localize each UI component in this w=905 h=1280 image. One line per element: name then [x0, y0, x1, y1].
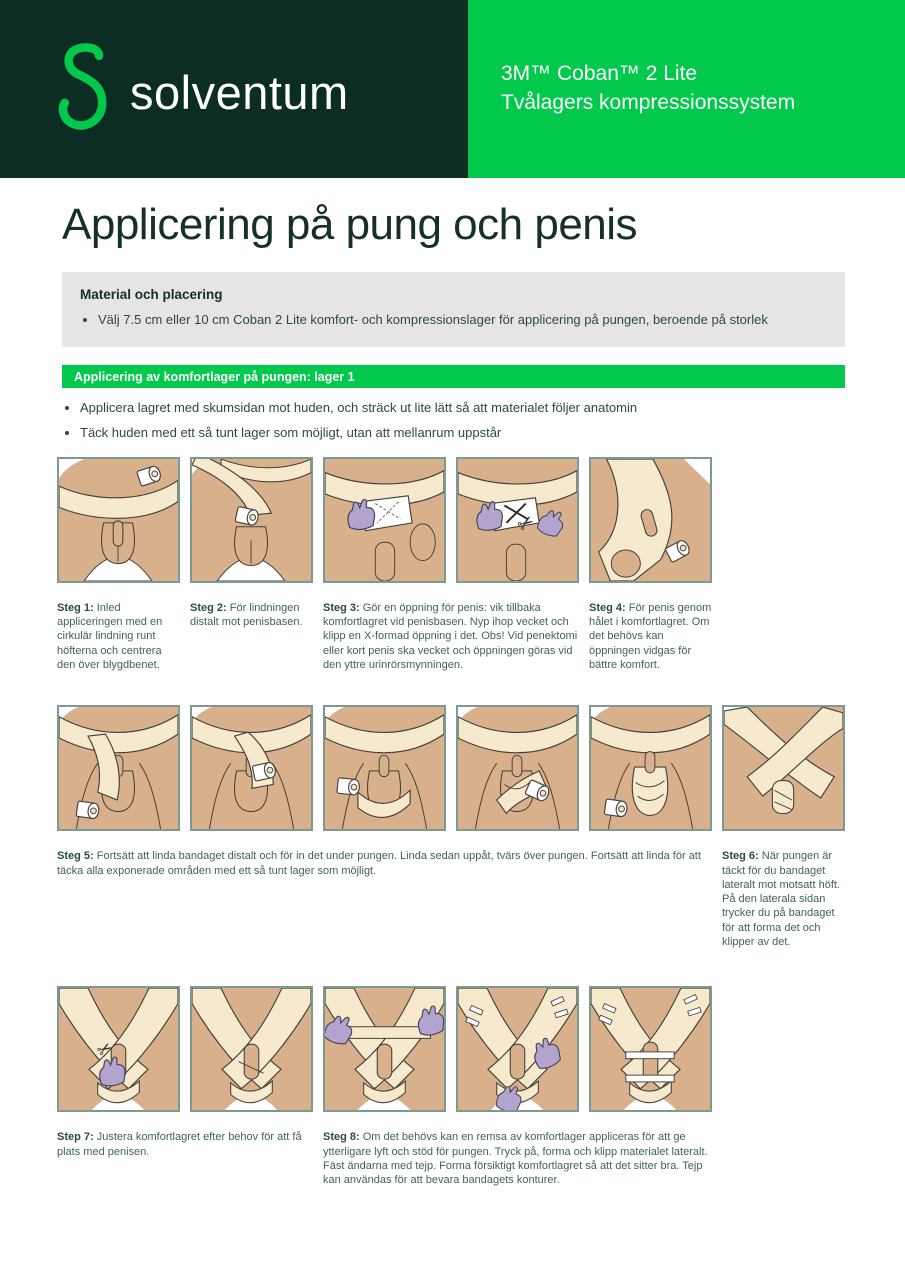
- step-5-caption: Steg 5: Fortsätt att linda bandaget dist…: [57, 850, 701, 877]
- material-bullet: Välj 7.5 cm eller 10 cm Coban 2 Lite kom…: [98, 311, 827, 330]
- caption-row-1: Steg 1: Inled appliceringen med en cirku…: [57, 590, 905, 683]
- step-8c-image: [589, 986, 712, 1113]
- brand-wordmark: solventum: [130, 65, 349, 119]
- step-1-image: [57, 456, 180, 583]
- page-title: Applicering på pung och penis: [62, 200, 638, 249]
- solventum-logo-icon: [58, 43, 107, 130]
- step-8b-image: [456, 986, 579, 1113]
- step-5b-image: [190, 705, 313, 832]
- step-1-caption: Steg 1: Inled appliceringen med en cirku…: [57, 601, 163, 671]
- step-2-image: [190, 456, 313, 583]
- step-5e-image: [589, 705, 712, 832]
- figure-row-1: ✂: [57, 456, 905, 583]
- step-5c-image: [323, 705, 446, 832]
- section-banner: Applicering av komfortlager på pungen: l…: [62, 365, 845, 389]
- product-subtitle: Tvålagers kompressionssystem: [501, 91, 796, 114]
- step-4-image: [589, 456, 712, 583]
- intro-bullet-2: Täck huden med ett så tunt lager som möj…: [80, 424, 845, 443]
- caption-row-3: Step 7: Justera komfortlagret efter beho…: [57, 1119, 905, 1198]
- figure-row-3: ✂: [57, 986, 905, 1113]
- header-brand-panel: solventum: [0, 0, 468, 178]
- header-product-panel: 3M™ Coban™ 2 Lite Tvålagers kompressions…: [468, 0, 905, 178]
- material-box: Material och placering Välj 7.5 cm eller…: [62, 272, 845, 348]
- figure-row-2: [57, 705, 905, 832]
- step-6-image: [722, 705, 845, 832]
- material-heading: Material och placering: [80, 287, 223, 303]
- step-3-caption: Steg 3: Gör en öppning för penis: vik ti…: [323, 601, 578, 671]
- step-8a-image: [323, 986, 446, 1113]
- step-7a-image: ✂: [57, 986, 180, 1113]
- step-3a-image: [323, 456, 446, 583]
- step-5d-image: [456, 705, 579, 832]
- step-3b-image: ✂: [456, 456, 579, 583]
- step-2-caption: Steg 2: För lindningen distalt mot penis…: [190, 601, 303, 629]
- caption-row-2: Steg 5: Fortsätt att linda bandaget dist…: [57, 838, 905, 960]
- page-header: solventum 3M™ Coban™ 2 Lite Tvålagers ko…: [0, 0, 905, 178]
- step-7b-image: [190, 986, 313, 1113]
- intro-bullet-1: Applicera lagret med skumsidan mot huden…: [80, 399, 845, 418]
- step-5a-image: [57, 705, 180, 832]
- step-4-caption: Steg 4: För penis genom hålet i komfortl…: [589, 601, 712, 671]
- step-8-caption: Steg 8: Om det behövs kan en remsa av ko…: [323, 1131, 708, 1187]
- step-6-caption: Steg 6: När pungen är täckt för du banda…: [722, 850, 840, 948]
- intro-bullets: Applicera lagret med skumsidan mot huden…: [62, 399, 845, 443]
- step-7-caption: Step 7: Justera komfortlagret efter beho…: [57, 1131, 302, 1158]
- product-name: 3M™ Coban™ 2 Lite: [501, 62, 698, 86]
